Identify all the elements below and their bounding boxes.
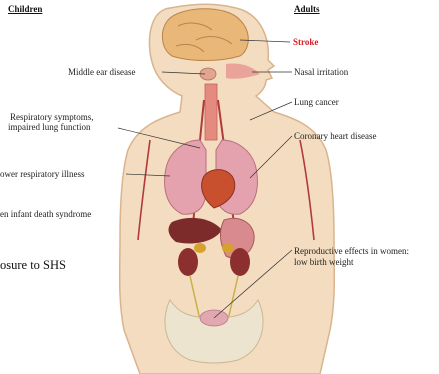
left-kidney	[178, 248, 198, 276]
label-lung-cancer: Lung cancer	[294, 97, 339, 107]
right-kidney	[230, 248, 250, 276]
caption-text: osure to SHS	[0, 258, 66, 273]
adults-header: Adults	[294, 4, 320, 14]
label-low-birth-weight: low birth weight	[294, 257, 354, 267]
label-coronary-heart-disease: Coronary heart disease	[294, 131, 376, 141]
label-reproductive-effects: Reproductive effects in women:	[294, 246, 409, 256]
label-middle-ear-disease: Middle ear disease	[68, 67, 135, 77]
label-lower-respiratory-illness: ower respiratory illness	[0, 169, 84, 179]
label-impaired-lung-function: impaired lung function	[8, 122, 90, 132]
label-nasal-irritation: Nasal irritation	[294, 67, 348, 77]
label-sudden-infant-death: en infant death syndrome	[0, 209, 91, 219]
label-respiratory-symptoms: Respiratory symptoms,	[10, 112, 94, 122]
trachea	[205, 84, 217, 140]
label-stroke: Stroke	[293, 37, 318, 47]
brain	[162, 9, 248, 61]
children-header: Children	[8, 4, 42, 14]
